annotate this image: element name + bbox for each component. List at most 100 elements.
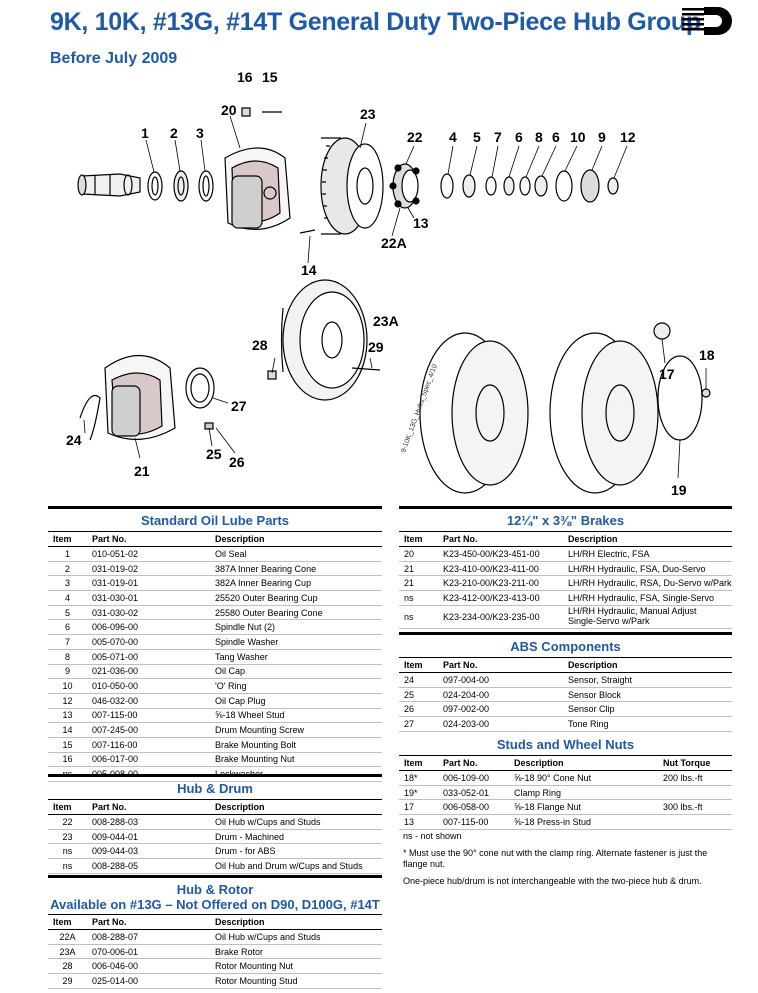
table-cell: ns xyxy=(399,605,438,629)
exploded-parts-diagram: 1 2 3 20 16 15 23 22 13 22A 14 4 5 7 6 8… xyxy=(66,69,715,498)
callout-12: 12 xyxy=(620,129,636,145)
section-title: 12¼" x 3⅜" Brakes xyxy=(399,506,732,531)
spindle-illustration xyxy=(77,173,141,197)
page-title: 9K, 10K, #13G, #14T General Duty Two-Pie… xyxy=(50,8,701,36)
column-header: Item xyxy=(399,531,438,547)
section-title: Studs and Wheel Nuts xyxy=(496,737,635,752)
table-cell: 18* xyxy=(399,770,438,786)
section-title: ABS Components xyxy=(399,632,732,657)
callout-23a: 23A xyxy=(373,313,399,329)
hub-illustration xyxy=(389,163,420,209)
table-cell: 007-115-00 xyxy=(87,708,210,724)
table-cell: 021-036-00 xyxy=(87,664,210,680)
table-cell: Drum Mounting Screw xyxy=(210,722,382,738)
callout-8: 8 xyxy=(535,129,543,145)
table-cell: 007-116-00 xyxy=(87,737,210,753)
table-cell: ⅝-18 Flange Nut xyxy=(509,799,658,816)
table-cell: ns xyxy=(399,590,438,606)
table-cell: 006-046-00 xyxy=(87,958,210,975)
callout-21: 21 xyxy=(134,463,150,479)
table-cell: LH/RH Hydraulic, RSA, Du-Servo w/Park xyxy=(563,575,732,592)
column-header: Item xyxy=(399,657,438,673)
callout-9: 9 xyxy=(598,129,606,145)
table-cell: 14 xyxy=(48,722,87,738)
table-cell: 005-070-00 xyxy=(87,634,210,650)
table-cell: K23-210-00/K23-211-00 xyxy=(438,575,563,592)
callout-6b: 6 xyxy=(552,129,560,145)
table-cell: ⅝-18 Press-in Stud xyxy=(509,814,658,830)
interchange-note: One-piece hub/drum is not interchangeabl… xyxy=(403,876,702,886)
table-cell: Oil Hub w/Cups and Studs xyxy=(210,929,382,945)
table-cell: 025-014-00 xyxy=(87,973,210,989)
column-header: Item xyxy=(48,531,87,547)
table-cell: 13 xyxy=(48,708,87,724)
table-cell: Oil Hub and Drum w/Cups and Studs xyxy=(210,858,382,874)
column-header: Description xyxy=(563,531,732,547)
callout-5: 5 xyxy=(473,129,481,145)
table-cell: 9 xyxy=(48,664,87,680)
table-cell: 046-032-00 xyxy=(87,693,210,709)
table-cell: 024-203-00 xyxy=(438,716,563,732)
column-header: Item xyxy=(48,799,87,815)
callout-22: 22 xyxy=(407,129,423,145)
table-cell: 'O' Ring xyxy=(210,678,382,694)
callout-17: 17 xyxy=(659,366,675,382)
table-cell: 7 xyxy=(48,634,87,650)
table-cell: Clamp Ring xyxy=(509,785,658,801)
table-cell: Brake Mounting Nut xyxy=(210,752,382,768)
table-cell: Spindle Washer xyxy=(210,634,382,650)
callout-10: 10 xyxy=(570,129,586,145)
table-cell: 300 lbs.-ft xyxy=(658,799,732,816)
callout-27: 27 xyxy=(231,398,247,414)
callout-16: 16 xyxy=(237,69,253,85)
table-cell: 8 xyxy=(48,649,87,665)
column-header: Description xyxy=(210,914,382,930)
table-cell: 21 xyxy=(399,561,438,577)
column-header: Part No. xyxy=(87,914,210,930)
table-cell: ns xyxy=(48,843,87,860)
callout-3: 3 xyxy=(196,125,204,141)
table-cell: 006-058-00 xyxy=(438,799,509,816)
callout-26: 26 xyxy=(229,454,245,470)
callout-29: 29 xyxy=(368,339,384,355)
table-cell: 15 xyxy=(48,737,87,753)
table-cell: 16 xyxy=(48,752,87,768)
callout-23: 23 xyxy=(360,106,376,122)
callout-6a: 6 xyxy=(515,129,523,145)
table-cell: 005-071-00 xyxy=(87,649,210,665)
callout-13: 13 xyxy=(413,215,429,231)
table-cell: 010-050-00 xyxy=(87,678,210,694)
electric-brake-illustration xyxy=(224,147,291,231)
table-cell: 25520 Outer Bearing Cup xyxy=(210,590,382,606)
table-cell: 006-017-00 xyxy=(87,752,210,768)
table-cell: 009-044-03 xyxy=(87,843,210,860)
table-cell: 006-109-00 xyxy=(438,770,509,786)
table-cell: 382A Inner Bearing Cup xyxy=(210,575,382,592)
table-cell: ⅝-18 Wheel Stud xyxy=(210,708,382,724)
callout-22a: 22A xyxy=(381,235,407,251)
